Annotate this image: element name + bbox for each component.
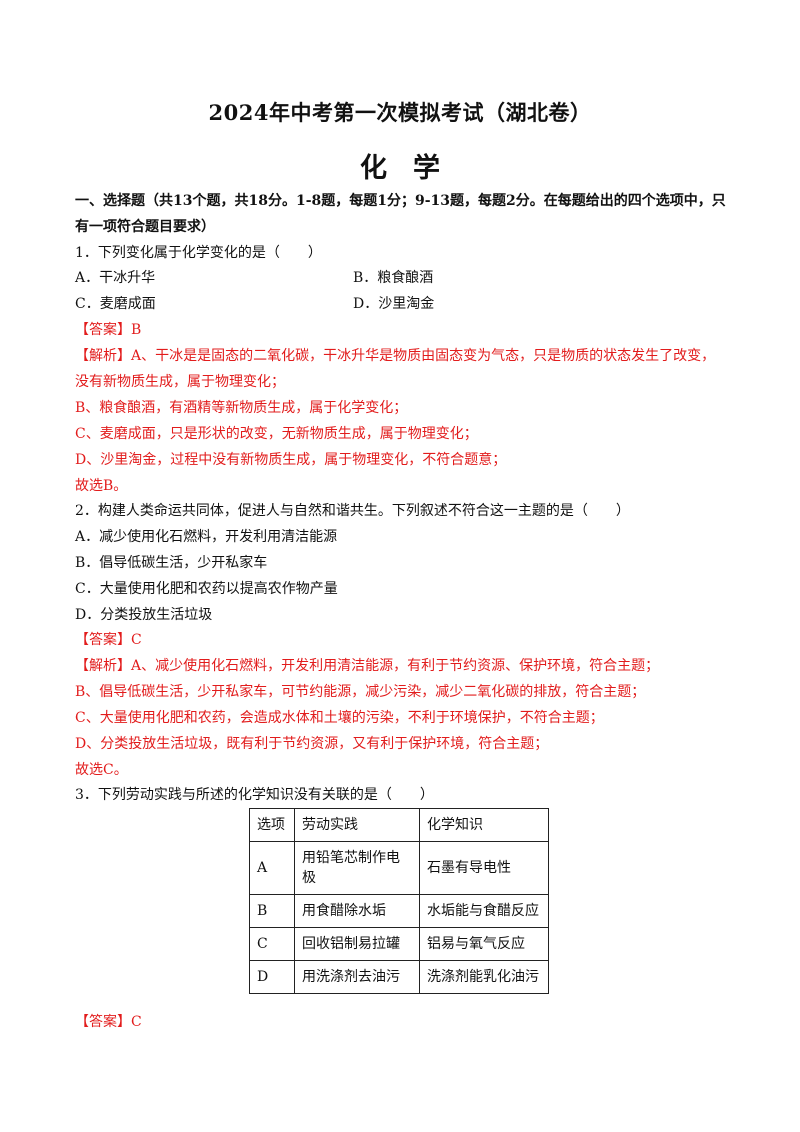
table-row: C 回收铝制易拉罐 铝易与氧气反应 (249, 927, 549, 961)
q1-analysis-line: D、沙里淘金，过程中没有新物质生成，属于物理变化，不符合题意； (75, 452, 507, 468)
table-cell: 水垢能与食醋反应 (419, 894, 549, 928)
table-cell: 洗涤剂能乳化油污 (419, 960, 549, 994)
q2-analysis-line: B、倡导低碳生活，少开私家车，可节约能源，减少污染，减少二氧化碳的排放，符合主题… (75, 684, 646, 700)
q1-option-a: A．干冰升华 (75, 270, 156, 286)
q1-answer: 【答案】B (75, 322, 142, 338)
q1-stem: 1．下列变化属于化学变化的是（ ） (75, 245, 322, 261)
q2-analysis-line: C、大量使用化肥和农药，会造成水体和土壤的污染，不利于环境保护，不符合主题； (75, 710, 604, 726)
q3-stem: 3．下列劳动实践与所述的化学知识没有关联的是（ ） (75, 787, 434, 803)
q2-option-b: B．倡导低碳生活，少开私家车 (75, 555, 268, 571)
subject-title: 化学 (360, 153, 466, 184)
q1-analysis-line: 故选B。 (75, 478, 128, 494)
q2-stem: 2．构建人类命运共同体，促进人与自然和谐共生。下列叙述不符合这一主题的是（ ） (75, 503, 630, 519)
q1-analysis-line: B、粮食酿酒，有酒精等新物质生成，属于化学变化； (75, 400, 408, 416)
table-header-cell: 化学知识 (419, 808, 549, 842)
table-header-cell: 选项 (249, 808, 295, 842)
q2-option-c: C．大量使用化肥和农药以提高农作物产量 (75, 581, 338, 597)
table-row: D 用洗涤剂去油污 洗涤剂能乳化油污 (249, 960, 549, 994)
q1-analysis-line: C、麦磨成面，只是形状的改变，无新物质生成，属于物理变化； (75, 426, 478, 442)
q2-option-d: D．分类投放生活垃圾 (75, 607, 213, 623)
page-title: 2024年中考第一次模拟考试（湖北卷） (208, 100, 592, 125)
table-cell: C (249, 927, 295, 961)
table-cell: 用食醋除水垢 (294, 894, 420, 928)
table-cell: A (249, 841, 295, 895)
q1-option-d: D．沙里淘金 (353, 296, 435, 312)
table-cell: 石墨有导电性 (419, 841, 549, 895)
q1-analysis-line: 【解析】A、干冰是是固态的二氧化碳，干冰升华是物质由固态变为气态，只是物质的状态… (75, 348, 716, 364)
table-header-row: 选项 劳动实践 化学知识 (249, 808, 549, 842)
table-cell: D (249, 960, 295, 994)
section-heading-line1: 一、选择题（共13个题，共18分。1-8题，每题1分；9-13题，每题2分。在每… (75, 193, 726, 209)
q1-option-b: B．粮食酿酒 (353, 270, 434, 286)
table-header-cell: 劳动实践 (294, 808, 420, 842)
q1-analysis-line: 没有新物质生成，属于物理变化； (75, 374, 285, 390)
table-cell: 铝易与氧气反应 (419, 927, 549, 961)
table-cell: 回收铝制易拉罐 (294, 927, 420, 961)
table-cell: B (249, 894, 295, 928)
table-cell: 用洗涤剂去油污 (294, 960, 420, 994)
q2-analysis-line: 【解析】A、减少使用化石燃料，开发利用清洁能源，有利于节约资源、保护环境，符合主… (75, 658, 660, 674)
q2-analysis-line: D、分类投放生活垃圾，既有利于节约资源，又有利于保护环境，符合主题； (75, 736, 549, 752)
q2-analysis-line: 故选C。 (75, 762, 128, 778)
section-heading-line2: 有一项符合题目要求） (75, 219, 215, 235)
q1-option-c: C．麦磨成面 (75, 296, 156, 312)
q2-answer: 【答案】C (75, 632, 142, 648)
table-row: A 用铅笔芯制作电极 石墨有导电性 (249, 841, 549, 895)
q3-table: 选项 劳动实践 化学知识 A 用铅笔芯制作电极 石墨有导电性 B 用食醋除水垢 … (249, 808, 549, 994)
q2-option-a: A．减少使用化石燃料，开发利用清洁能源 (75, 529, 338, 545)
table-row: B 用食醋除水垢 水垢能与食醋反应 (249, 894, 549, 928)
q3-answer: 【答案】C (75, 1014, 142, 1030)
table-cell: 用铅笔芯制作电极 (294, 841, 420, 895)
